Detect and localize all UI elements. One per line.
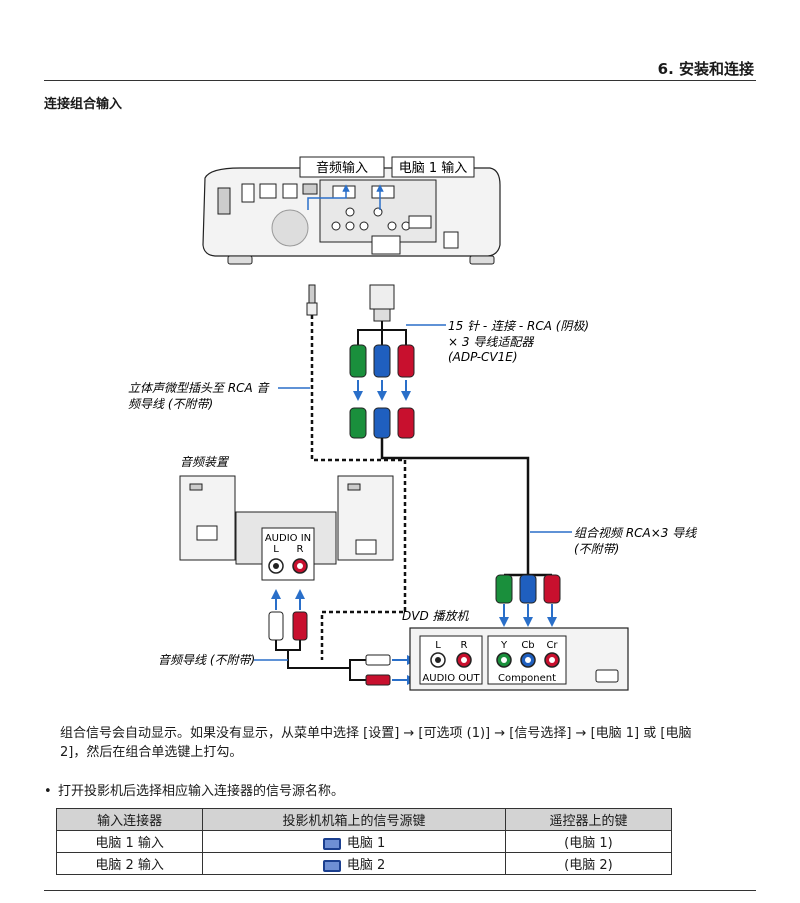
- audio-device-label: 音频装置: [180, 455, 230, 469]
- speaker-left: [179, 475, 236, 561]
- table-cell: 电脑 1 输入: [55, 830, 204, 853]
- computer-icon: [322, 837, 341, 850]
- cabinet-key: 电脑 1: [346, 836, 386, 851]
- dvd-cr-label: Cr: [546, 640, 558, 651]
- audio-in-panel-label: AUDIO IN: [265, 533, 311, 544]
- audio-in-r-label: R: [297, 544, 304, 555]
- computer-icon: [322, 859, 341, 872]
- dvd-y-label: Y: [500, 640, 508, 651]
- table-header: 投影机机箱上的信号源键: [202, 808, 506, 831]
- table-cell: (电脑 2): [504, 852, 673, 875]
- input-source-table: 输入连接器 投影机机箱上的信号源键 遥控器上的键 电脑 1 输入 电脑 1 (电…: [55, 808, 673, 875]
- connection-diagram: 音频输入 电脑 1 输入 15 针 - 连接 - RCA (阴极) × 3 导线…: [128, 156, 697, 691]
- instruction-paragraph: 组合信号会自动显示。如果没有显示，从菜单中选择 [设置] → [可选项 (1)]…: [60, 724, 760, 762]
- cabinet-key: 电脑 2: [346, 858, 386, 873]
- projector: [202, 167, 501, 265]
- bullet-dot-icon: •: [44, 784, 52, 799]
- audio-in-l-label: L: [273, 544, 279, 555]
- audio-in-label-box: [299, 156, 385, 178]
- bullet-text: 打开投影机后选择相应输入连接器的信号源名称。: [58, 784, 345, 799]
- table-row: 电脑 2 输入 电脑 2 (电脑 2): [55, 852, 673, 875]
- stereo-cable-label-1: 立体声微型插头至 RCA 音: [128, 381, 271, 395]
- dvd-cb-label: Cb: [521, 640, 534, 651]
- speaker-right: [337, 475, 394, 561]
- dvd-l-label: L: [435, 640, 441, 651]
- component-cable-label-1: 组合视频 RCA×3 导线: [574, 526, 697, 540]
- adapter-label-2: × 3 导线适配器: [448, 335, 534, 349]
- component-cable-label-2: (不附带): [574, 542, 619, 556]
- paragraph-line-1: 组合信号会自动显示。如果没有显示，从菜单中选择 [设置] → [可选项 (1)]…: [60, 726, 692, 741]
- adapter-label-3: (ADP-CV1E): [448, 350, 518, 364]
- table-cell: 电脑 2: [202, 852, 506, 875]
- table-cell: (电脑 1): [504, 830, 673, 853]
- table-cell: 电脑 2 输入: [55, 852, 204, 875]
- component-label: Component: [498, 673, 556, 684]
- pc1-in-label-box: [391, 156, 475, 178]
- dvd-player-label: DVD 播放机: [402, 609, 470, 623]
- table-header: 输入连接器: [55, 808, 204, 831]
- audio-out-label: AUDIO OUT: [422, 673, 480, 684]
- footer-rule: [44, 890, 756, 891]
- audio-cable-label: 音频导线 (不附带): [158, 653, 255, 667]
- chapter-title: 6. 安装和连接: [657, 60, 754, 78]
- table-header: 遥控器上的键: [504, 808, 673, 831]
- bullet-item: • 打开投影机后选择相应输入连接器的信号源名称。: [44, 780, 344, 799]
- table-header-row: 输入连接器 投影机机箱上的信号源键 遥控器上的键: [55, 808, 673, 831]
- table-cell: 电脑 1: [202, 830, 506, 853]
- header-rule: [44, 80, 756, 81]
- audio-in-label: 音频输入: [316, 160, 368, 176]
- adapter-label-1: 15 针 - 连接 - RCA (阴极): [448, 319, 589, 333]
- stereo-cable-label-2: 频导线 (不附带): [128, 397, 213, 411]
- section-title: 连接组合输入: [44, 97, 123, 112]
- table-row: 电脑 1 输入 电脑 1 (电脑 1): [55, 830, 673, 853]
- dvd-r-label: R: [461, 640, 468, 651]
- paragraph-line-2: 2]，然后在组合单选键上打勾。: [60, 745, 243, 760]
- pc1-in-label: 电脑 1 输入: [399, 160, 468, 176]
